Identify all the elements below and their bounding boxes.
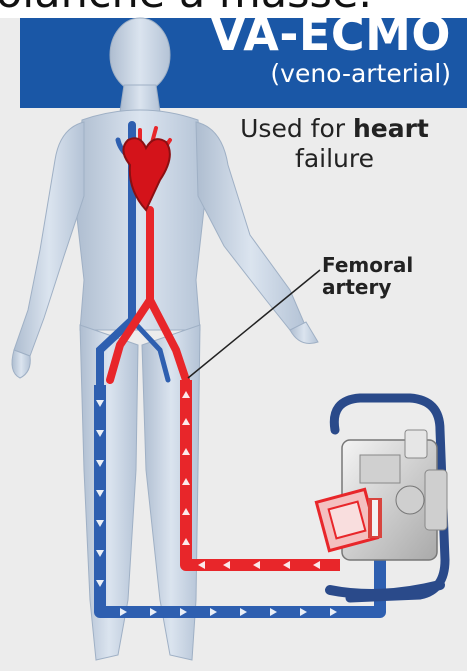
usage-prefix: Used for [240, 114, 353, 143]
diagram-subtitle: (veno-arterial) [270, 60, 451, 88]
cropped-caption: olanche a masse. [0, 0, 467, 15]
callout-line1: Femoral [322, 253, 413, 277]
usage-note: Used for heart failure [212, 114, 457, 174]
usage-bold: heart [353, 114, 429, 143]
femoral-artery-label: Femoral artery [322, 254, 442, 298]
usage-suffix: failure [295, 144, 374, 173]
callout-line2: artery [322, 275, 391, 299]
